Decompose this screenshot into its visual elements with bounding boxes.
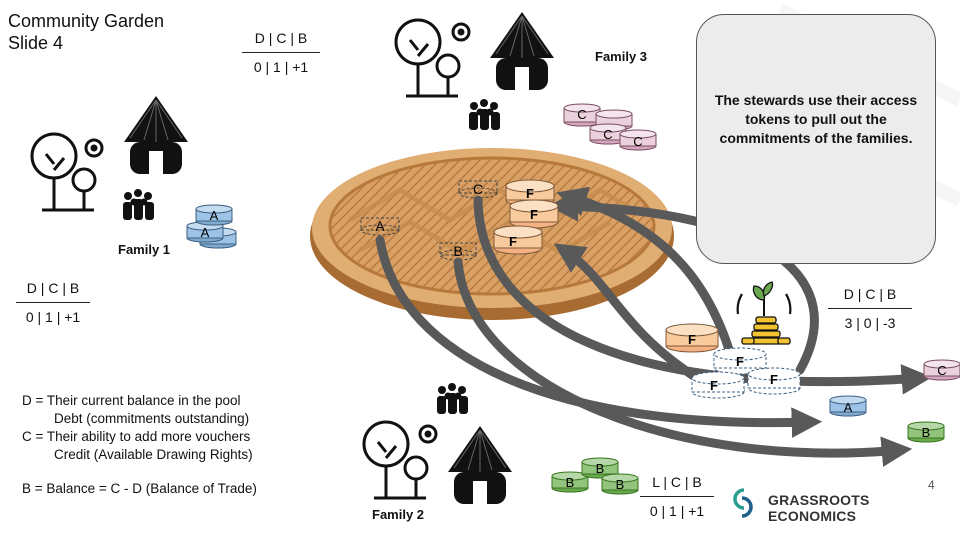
returned-token-c-label: C xyxy=(937,363,946,378)
tree-icon xyxy=(30,132,97,212)
people-icon xyxy=(437,383,468,414)
family-2-token-stack xyxy=(551,457,639,495)
fraction-values: 0 | 1 | +1 xyxy=(649,503,705,519)
family-1-token-label-2: A xyxy=(201,225,210,240)
family-1-scene xyxy=(30,96,188,220)
legend-balance-line: B = Balance = C - D (Balance of Trade) xyxy=(22,481,257,496)
legend-debt-line: D = Their current balance in the pool xyxy=(22,393,241,408)
fraction-header: D | C | B xyxy=(254,30,308,46)
hut-icon xyxy=(124,96,188,174)
hut-icon xyxy=(490,12,554,90)
fraction-header: L | C | B xyxy=(652,474,702,490)
family-2-label: Family 2 xyxy=(372,507,425,522)
family-3-label: Family 3 xyxy=(595,49,648,64)
family-1-balance-fraction: D | C | B 0 | 1 | +1 xyxy=(16,280,90,325)
returned-token-b xyxy=(907,421,945,443)
legend-debt-sub: Debt (commitments outstanding) xyxy=(54,411,250,426)
fraction-values: 3 | 0 | -3 xyxy=(844,315,896,331)
page-number: 4 xyxy=(928,478,935,492)
brand-name: GRASSROOTS ECONOMICS xyxy=(768,492,870,524)
family-3-token-label-3: C xyxy=(633,134,642,149)
brand: GRASSROOTS ECONOMICS xyxy=(768,492,960,524)
returned-token-b-label: B xyxy=(922,425,931,440)
returned-token-c xyxy=(923,359,960,381)
fraction-header: D | C | B xyxy=(26,280,80,296)
family-1-token-label-1: A xyxy=(210,208,219,223)
sun-icon xyxy=(451,22,471,42)
arrow-a-to-family1-token xyxy=(375,235,823,438)
basket-slot-b xyxy=(439,242,477,261)
legend: D = Their current balance in the pool De… xyxy=(22,392,257,498)
steward-token-f-dashed-2 xyxy=(691,371,745,399)
family-2-scene xyxy=(362,383,512,504)
returned-token-a xyxy=(829,395,867,417)
steward-token-f-dashed-1-label: F xyxy=(736,354,744,369)
sun-icon xyxy=(418,424,438,444)
slide-title-line-1: Community Garden xyxy=(8,11,165,31)
callout-text: The stewards use their access tokens to … xyxy=(714,91,918,146)
arrow-steward-to-pool-3 xyxy=(553,243,705,385)
slot-label-c: C xyxy=(473,181,483,197)
family-2-token-label-2: B xyxy=(596,461,605,476)
arrow-b-to-family2-token xyxy=(453,257,913,467)
people-icon xyxy=(469,99,500,130)
basket-slot-a xyxy=(360,217,400,236)
plant-coins-icon xyxy=(736,281,792,345)
returned-token-a-label: A xyxy=(844,400,853,415)
pool-token-f-3 xyxy=(493,225,543,255)
family-3-token-stack xyxy=(563,103,657,151)
sun-icon xyxy=(84,138,104,158)
legend-credit-line: C = Their ability to add more vouchers xyxy=(22,429,251,444)
slot-label-a: A xyxy=(375,218,385,234)
arrow-c-to-family3-token xyxy=(473,195,933,395)
fraction-bar xyxy=(16,302,90,303)
tree-icon xyxy=(394,18,461,98)
family-3-token-label-1: C xyxy=(577,107,586,122)
family-2-token-label-3: B xyxy=(616,477,625,492)
family-3-scene xyxy=(394,12,554,130)
family-1-token-stack xyxy=(186,204,237,249)
basket-icon xyxy=(310,148,674,320)
fraction-values: 0 | 1 | +1 xyxy=(25,309,81,325)
steward-token-f-dashed-3 xyxy=(747,367,801,395)
pool-balance-fraction: D | C | B 3 | 0 | -3 xyxy=(828,286,912,331)
fraction-header: D | C | B xyxy=(843,286,897,302)
legend-spacer xyxy=(22,464,257,480)
family-3-token-label-2: C xyxy=(603,127,612,142)
tree-icon xyxy=(362,420,429,500)
fraction-values: 0 | 1 | +1 xyxy=(253,59,309,75)
fraction-bar xyxy=(640,496,714,497)
pool-token-f-3-label: F xyxy=(509,234,517,249)
family-2-token-label-1: B xyxy=(566,475,575,490)
slot-label-b: B xyxy=(453,243,462,259)
slide-title-line-2: Slide 4 xyxy=(8,33,64,53)
family-1-label: Family 1 xyxy=(118,242,171,257)
hut-icon xyxy=(448,426,512,504)
pool-token-f-1-label: F xyxy=(526,186,534,201)
brand-logo-icon xyxy=(733,488,753,518)
steward-token-f-dashed-2-label: F xyxy=(710,378,718,393)
people-icon xyxy=(123,189,154,220)
legend-credit-sub: Credit (Available Drawing Rights) xyxy=(54,447,253,462)
steward-token-f-dashed-3-label: F xyxy=(770,372,778,387)
pool-token-f-2 xyxy=(509,199,559,229)
family-2-balance-fraction: L | C | B 0 | 1 | +1 xyxy=(640,474,714,519)
pool-token-f-2-label: F xyxy=(530,207,538,222)
steward-callout: The stewards use their access tokens to … xyxy=(696,14,936,264)
fraction-bar xyxy=(242,52,320,53)
family-3-balance-fraction: D | C | B 0 | 1 | +1 xyxy=(242,30,320,75)
fraction-bar xyxy=(828,308,912,309)
steward-token-f-solid xyxy=(665,323,719,353)
slide-title: Community Garden Slide 4 xyxy=(8,10,164,54)
steward-token-f-solid-label: F xyxy=(688,332,696,347)
